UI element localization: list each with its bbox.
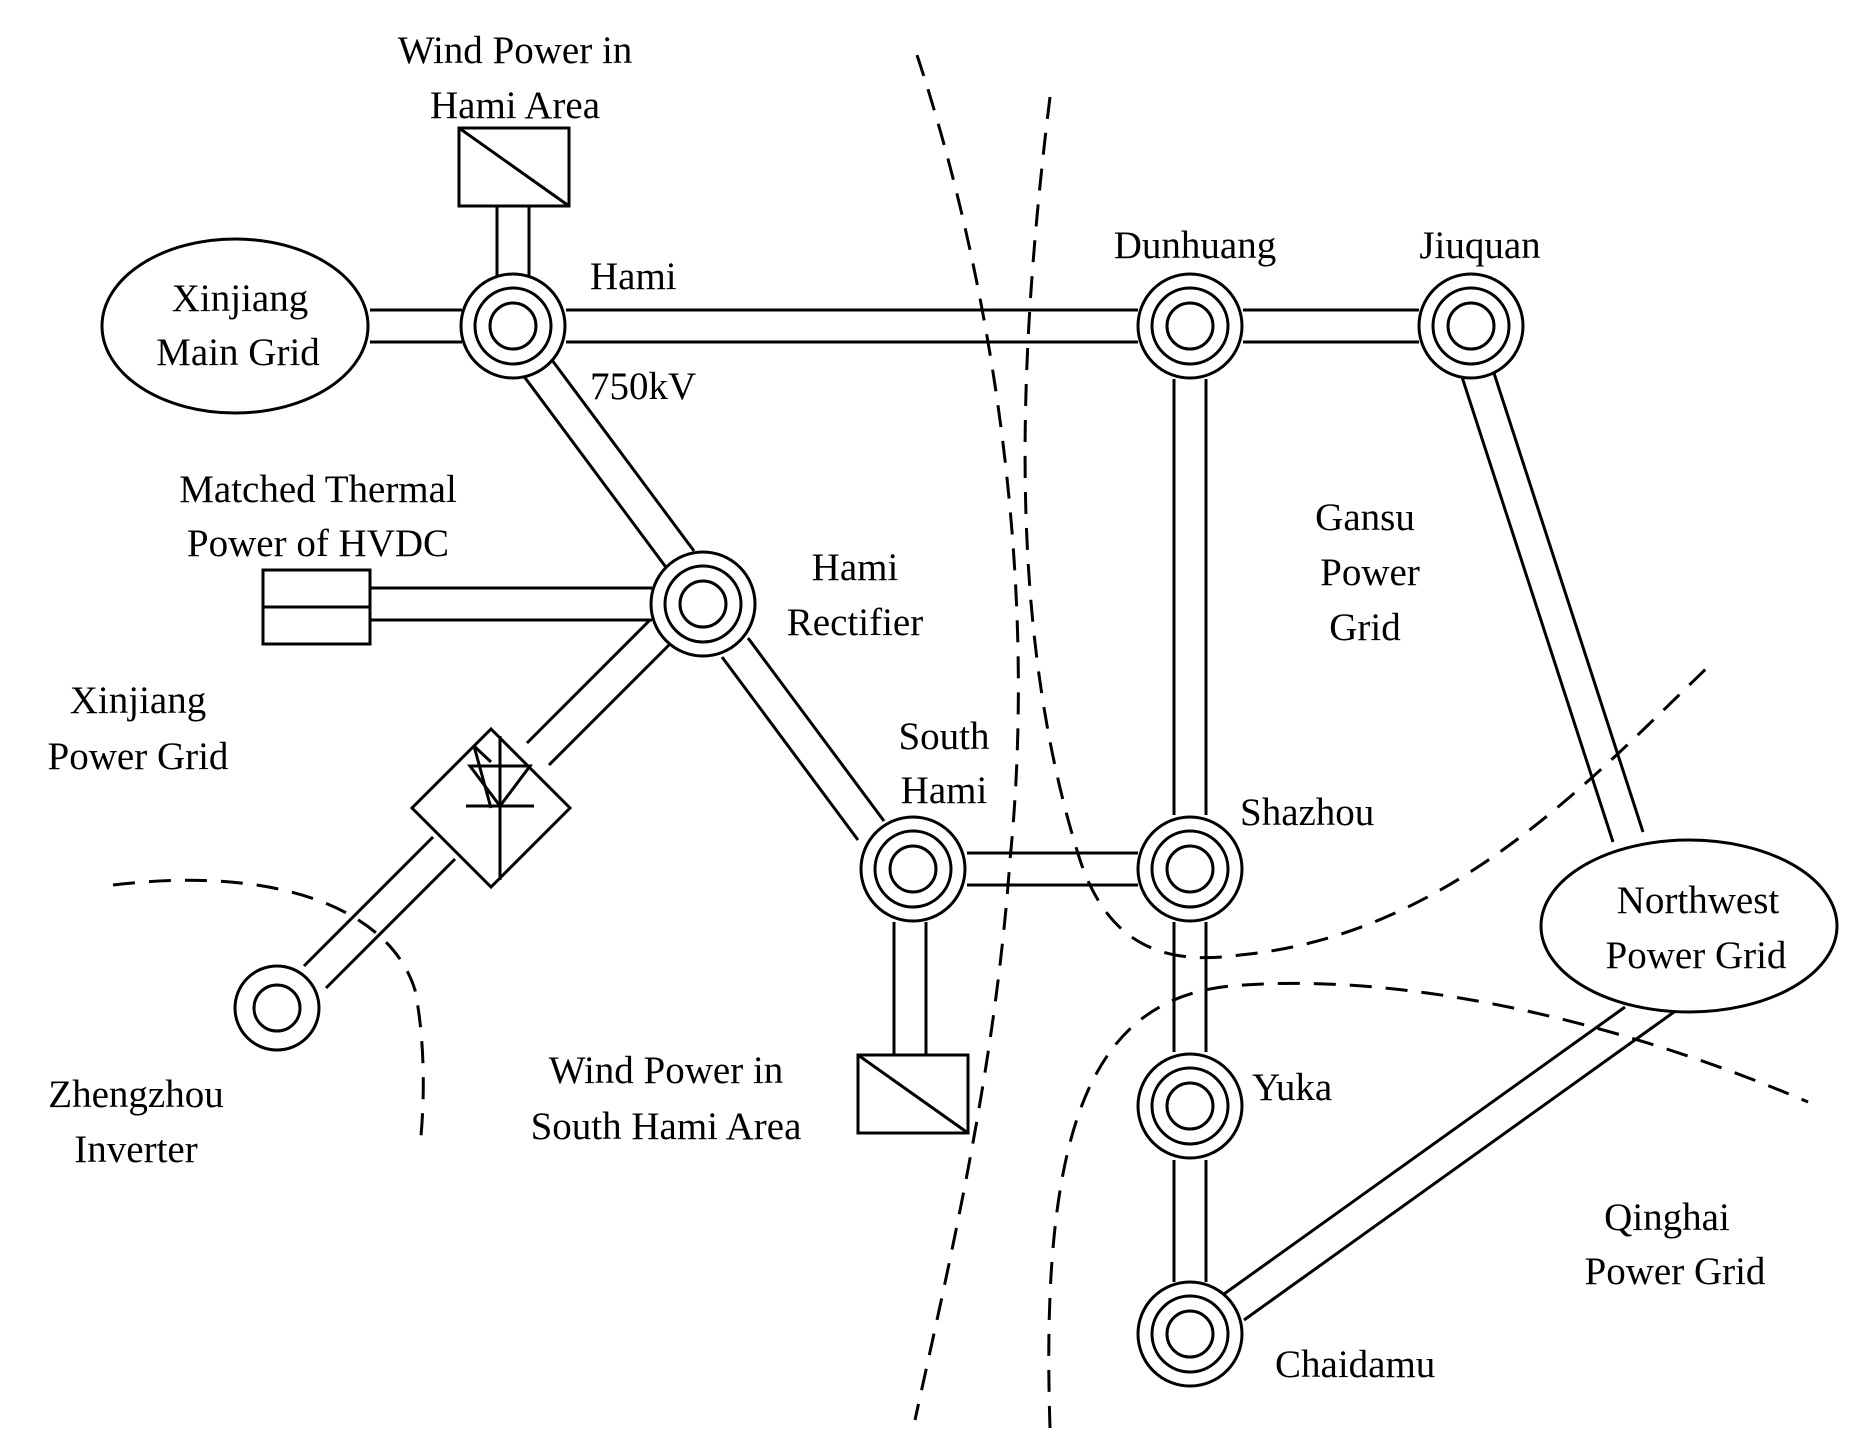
- grid-ellipses: [100, 237, 1839, 1014]
- substation-hami-rectifier: [649, 550, 757, 658]
- label-qinghai-line1: Qinghai: [1604, 1196, 1730, 1239]
- line-valve-zhengzhou-a: [302, 835, 435, 968]
- substations: [233, 272, 1525, 1388]
- line-hami-rectifier-a: [518, 370, 670, 571]
- label-gansu-line2: Power: [1320, 551, 1420, 594]
- wind-generator-hami-icon: [457, 126, 571, 208]
- line-jiuquan-northwest-a: [1460, 376, 1615, 843]
- region-boundaries: [112, 54, 1809, 1429]
- substation-south-hami: [859, 815, 967, 923]
- substation-shazhou: [1136, 815, 1244, 923]
- label-hami: Hami: [590, 255, 677, 298]
- wind-generator-south-hami-icon: [856, 1053, 970, 1135]
- label-wind-south-line1: Wind Power in: [549, 1049, 784, 1092]
- label-thermal-line2: Power of HVDC: [187, 522, 449, 565]
- northwest-power-grid-ellipse: [1539, 838, 1839, 1014]
- label-zhengzhou-line2: Inverter: [74, 1128, 197, 1171]
- label-rectifier-line1: Hami: [812, 546, 899, 589]
- label-xinjiang-main-line2: Main Grid: [156, 331, 320, 374]
- line-northwest-chaidamu-a: [1223, 1005, 1626, 1296]
- label-xinjiang-grid-line1: Xinjiang: [70, 679, 206, 722]
- label-yuka: Yuka: [1252, 1066, 1332, 1109]
- transmission-lines: [302, 206, 1682, 1322]
- line-rectifier-valve-a: [525, 618, 652, 745]
- line-jiuquan-northwest-b: [1490, 366, 1645, 833]
- substation-yuka: [1136, 1052, 1244, 1160]
- line-northwest-chaidamu-b: [1243, 1005, 1682, 1322]
- label-750kv: 750kV: [590, 365, 696, 408]
- label-gansu-line3: Grid: [1329, 606, 1401, 649]
- label-south-hami-line1: South: [898, 715, 989, 758]
- converter-valve-icon: [409, 726, 573, 890]
- label-jiuquan: Jiuquan: [1419, 224, 1540, 267]
- substation-hami: [459, 272, 567, 380]
- boundary-xinjiang-gansu-west: [913, 54, 1020, 1421]
- boundary-zhengzhou: [112, 878, 425, 1147]
- line-valve-zhengzhou-b: [324, 857, 457, 990]
- substation-chaidamu: [1136, 1280, 1244, 1388]
- substation-zhengzhou-inverter: [233, 964, 321, 1052]
- line-rectifier-valve-b: [547, 640, 674, 767]
- label-wind-hami-line2: Hami Area: [430, 84, 600, 127]
- substation-jiuquan: [1417, 272, 1525, 380]
- label-xinjiang-main-line1: Xinjiang: [172, 277, 308, 320]
- boundary-gansu-qinghai: [1047, 981, 1809, 1429]
- label-xinjiang-grid-line2: Power Grid: [48, 735, 229, 778]
- label-shazhou: Shazhou: [1240, 791, 1374, 834]
- line-hami-rectifier-b: [544, 351, 696, 552]
- label-thermal-line1: Matched Thermal: [179, 468, 457, 511]
- label-zhengzhou-line1: Zhengzhou: [48, 1073, 223, 1116]
- substation-dunhuang: [1136, 272, 1244, 380]
- equipment: [261, 126, 970, 1135]
- label-gansu-line1: Gansu: [1315, 496, 1415, 539]
- label-rectifier-line2: Rectifier: [787, 601, 923, 644]
- line-rectifier-southhami-a: [720, 656, 860, 841]
- label-dunhuang: Dunhuang: [1114, 224, 1276, 267]
- thermal-generator-icon: [261, 568, 372, 646]
- xinjiang-main-grid-ellipse: [100, 237, 370, 415]
- label-chaidamu: Chaidamu: [1275, 1343, 1435, 1386]
- line-rectifier-southhami-b: [746, 637, 886, 822]
- label-northwest-line1: Northwest: [1617, 879, 1780, 922]
- label-wind-south-line2: South Hami Area: [531, 1105, 802, 1148]
- boundary-xinjiang-gansu-east: [1023, 96, 1712, 960]
- label-northwest-line2: Power Grid: [1606, 934, 1787, 977]
- label-wind-hami-line1: Wind Power in: [398, 29, 633, 72]
- label-south-hami-line2: Hami: [901, 769, 988, 812]
- labels: Wind Power in Hami Area Xinjiang Main Gr…: [48, 29, 1787, 1386]
- label-qinghai-line2: Power Grid: [1585, 1250, 1766, 1293]
